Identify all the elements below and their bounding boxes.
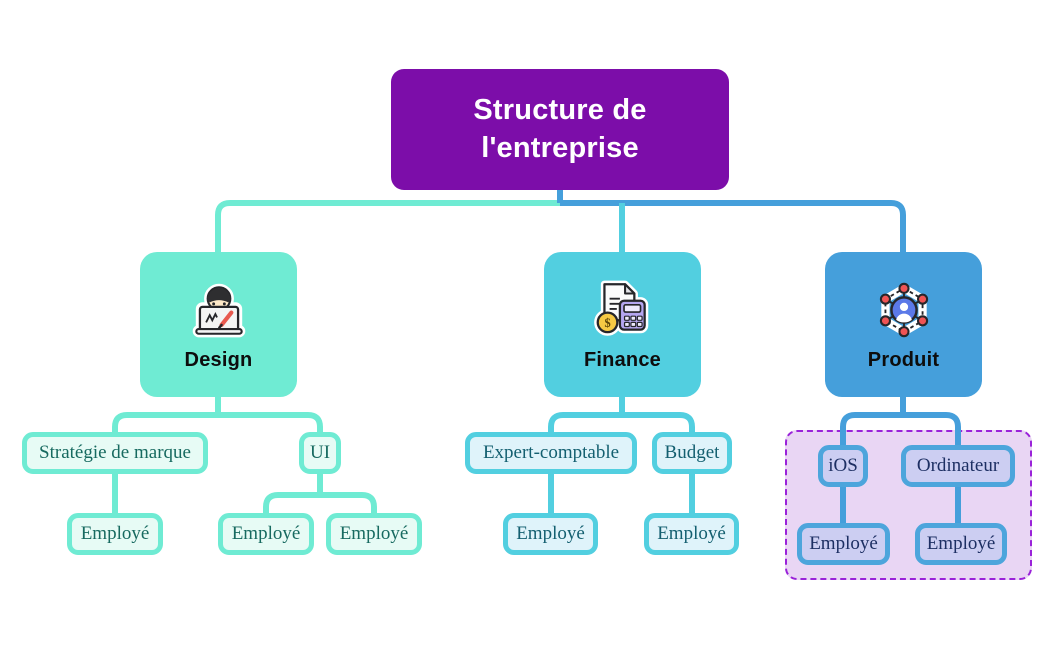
node-ios: iOS xyxy=(818,445,868,487)
node-employe-ui-1: Employé xyxy=(218,513,314,555)
invoice-calculator-coin-icon: $ xyxy=(593,280,648,336)
branch-produit-label: Produit xyxy=(867,349,940,371)
node-employe-expert: Employé xyxy=(503,513,598,555)
network-user-icon xyxy=(879,282,928,338)
chart-title-box: Structure de l'entreprise xyxy=(391,69,729,190)
branch-design: Design xyxy=(140,252,297,397)
node-employe-ios: Employé xyxy=(797,523,890,565)
node-strategie-de-marque: Stratégie de marque xyxy=(22,432,208,474)
branch-finance: $ Finance xyxy=(544,252,701,397)
branch-finance-label: Finance xyxy=(584,349,661,371)
node-employe-ui-2: Employé xyxy=(326,513,422,555)
node-ordinateur: Ordinateur xyxy=(901,445,1015,487)
designer-at-laptop-icon xyxy=(192,283,245,338)
node-ui: UI xyxy=(299,432,341,474)
chart-title: Structure de l'entreprise xyxy=(473,94,647,164)
node-employe-budget: Employé xyxy=(644,513,739,555)
branch-design-label: Design xyxy=(184,349,253,371)
node-employe-ordinateur: Employé xyxy=(915,523,1007,565)
branch-produit: Produit xyxy=(825,252,982,397)
node-budget: Budget xyxy=(652,432,732,474)
node-employe-strategie: Employé xyxy=(67,513,163,555)
node-expert-comptable: Expert-comptable xyxy=(465,432,637,474)
svg-text:$: $ xyxy=(604,316,610,330)
